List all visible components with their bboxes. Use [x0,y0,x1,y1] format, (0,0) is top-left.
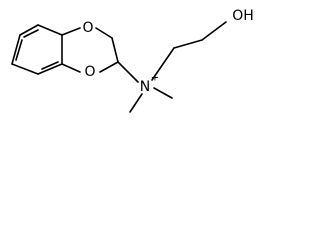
bond-benzene-5 [11,63,39,75]
bond-benzene-double-1 [23,29,39,38]
amine-chain [117,21,227,113]
bond-ch2-oh [201,21,227,41]
bond-ring-c-otop [61,27,81,36]
nitrogen-label: N [140,79,150,95]
oxygen-bottom-label: O [84,64,95,80]
hydroxyl-label: OH [232,8,254,24]
bond-benzene-double-2 [41,61,59,70]
bond-ch2-ch2 [173,39,203,49]
bond-ch2-ch [111,37,119,63]
bond-obottom-ring-c [61,63,81,73]
bond-ch-n [117,61,139,83]
benzene-ring [11,24,63,75]
nitrogen-charge-label: + [151,73,159,84]
bond-n-methyl-down [153,87,173,99]
molecule-diagram: O O N + OH [11,8,254,113]
bond-benzene-6 [11,34,21,65]
bond-benzene-1 [19,24,39,36]
bond-ch-obottom [99,61,119,73]
bond-otop-ch2 [95,27,113,39]
dioxane-ring [61,27,119,73]
bond-benzene-2 [37,24,63,36]
bond-benzene-double-3 [15,39,23,61]
bond-benzene-4 [37,63,63,75]
bond-n-methyl-left [129,93,143,113]
bond-n-ch2 [151,47,175,81]
oxygen-top-label: O [82,20,93,36]
